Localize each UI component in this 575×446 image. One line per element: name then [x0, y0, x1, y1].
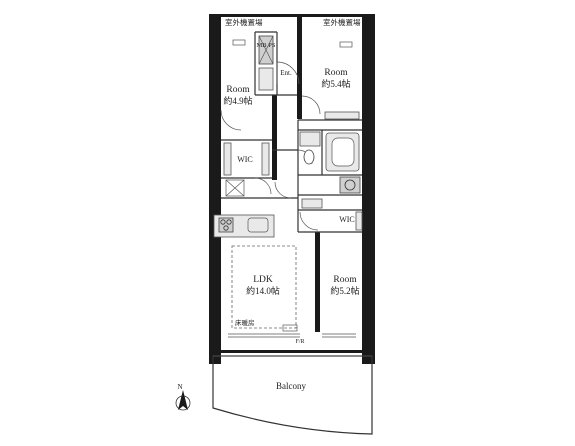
wic-left-shelf	[223, 142, 232, 176]
stove-icon	[218, 217, 234, 233]
north-wall-right	[299, 14, 362, 17]
mbps-label: MB PS	[257, 42, 276, 49]
center-wall-mid	[272, 95, 277, 180]
entrance-label: Ent.	[280, 69, 292, 77]
floor-heating-label: 床暖房	[235, 318, 255, 327]
hall-door	[274, 181, 292, 199]
shoe-cabinet	[258, 67, 274, 91]
ldk-room-partition	[315, 232, 320, 332]
north-wall-left	[221, 14, 299, 17]
north-arrow-icon	[175, 390, 191, 411]
room-ne-name: Room	[324, 68, 348, 78]
room-se-name: Room	[333, 275, 357, 285]
ac-unit-icon	[339, 41, 353, 48]
fixtures	[213, 35, 363, 338]
floor-heating-remote	[282, 324, 298, 332]
wic-right-shelf	[355, 211, 363, 231]
exterior-walls	[209, 14, 375, 364]
ldk-size: 約14.0帖	[246, 285, 280, 296]
ac-unit-icon	[232, 39, 246, 46]
floor-heating-area	[231, 245, 297, 329]
wic-left-shelf	[261, 142, 270, 176]
wic-right-shelf	[301, 198, 323, 209]
wic-left-door	[254, 177, 272, 195]
outdoor-unit-right-label: 室外機置場	[323, 17, 361, 27]
wic-left-label: WIC	[237, 155, 253, 164]
ldk-name: LDK	[253, 275, 273, 285]
balcony-area	[212, 355, 373, 435]
sink-icon	[247, 217, 269, 233]
fr-label: F/R	[295, 339, 304, 345]
pantry	[225, 179, 245, 197]
closet	[324, 111, 360, 120]
room-nw-name: Room	[226, 85, 250, 95]
center-wall-upper	[297, 14, 302, 119]
room-se-size: 約5.2帖	[330, 285, 359, 296]
room-se-door	[299, 211, 319, 231]
west-wall	[209, 14, 221, 364]
room-nw-door	[220, 109, 242, 131]
washer-icon	[339, 176, 361, 194]
toilet-icon	[303, 149, 315, 165]
interior-walls	[221, 31, 362, 233]
north-label: N	[177, 383, 182, 391]
entrance-door	[276, 61, 300, 85]
room-ne-size: 約5.4帖	[321, 78, 350, 89]
south-wall	[221, 350, 362, 353]
washbasin-icon	[299, 131, 321, 147]
wic-right-label: WIC	[339, 215, 355, 224]
room-nw-size: 約4.9帖	[223, 95, 252, 106]
outdoor-unit-left-label: 室外機置場	[225, 17, 263, 27]
room-ne-door	[301, 95, 321, 115]
east-wall	[362, 14, 375, 364]
balcony-label: Balcony	[276, 381, 306, 391]
